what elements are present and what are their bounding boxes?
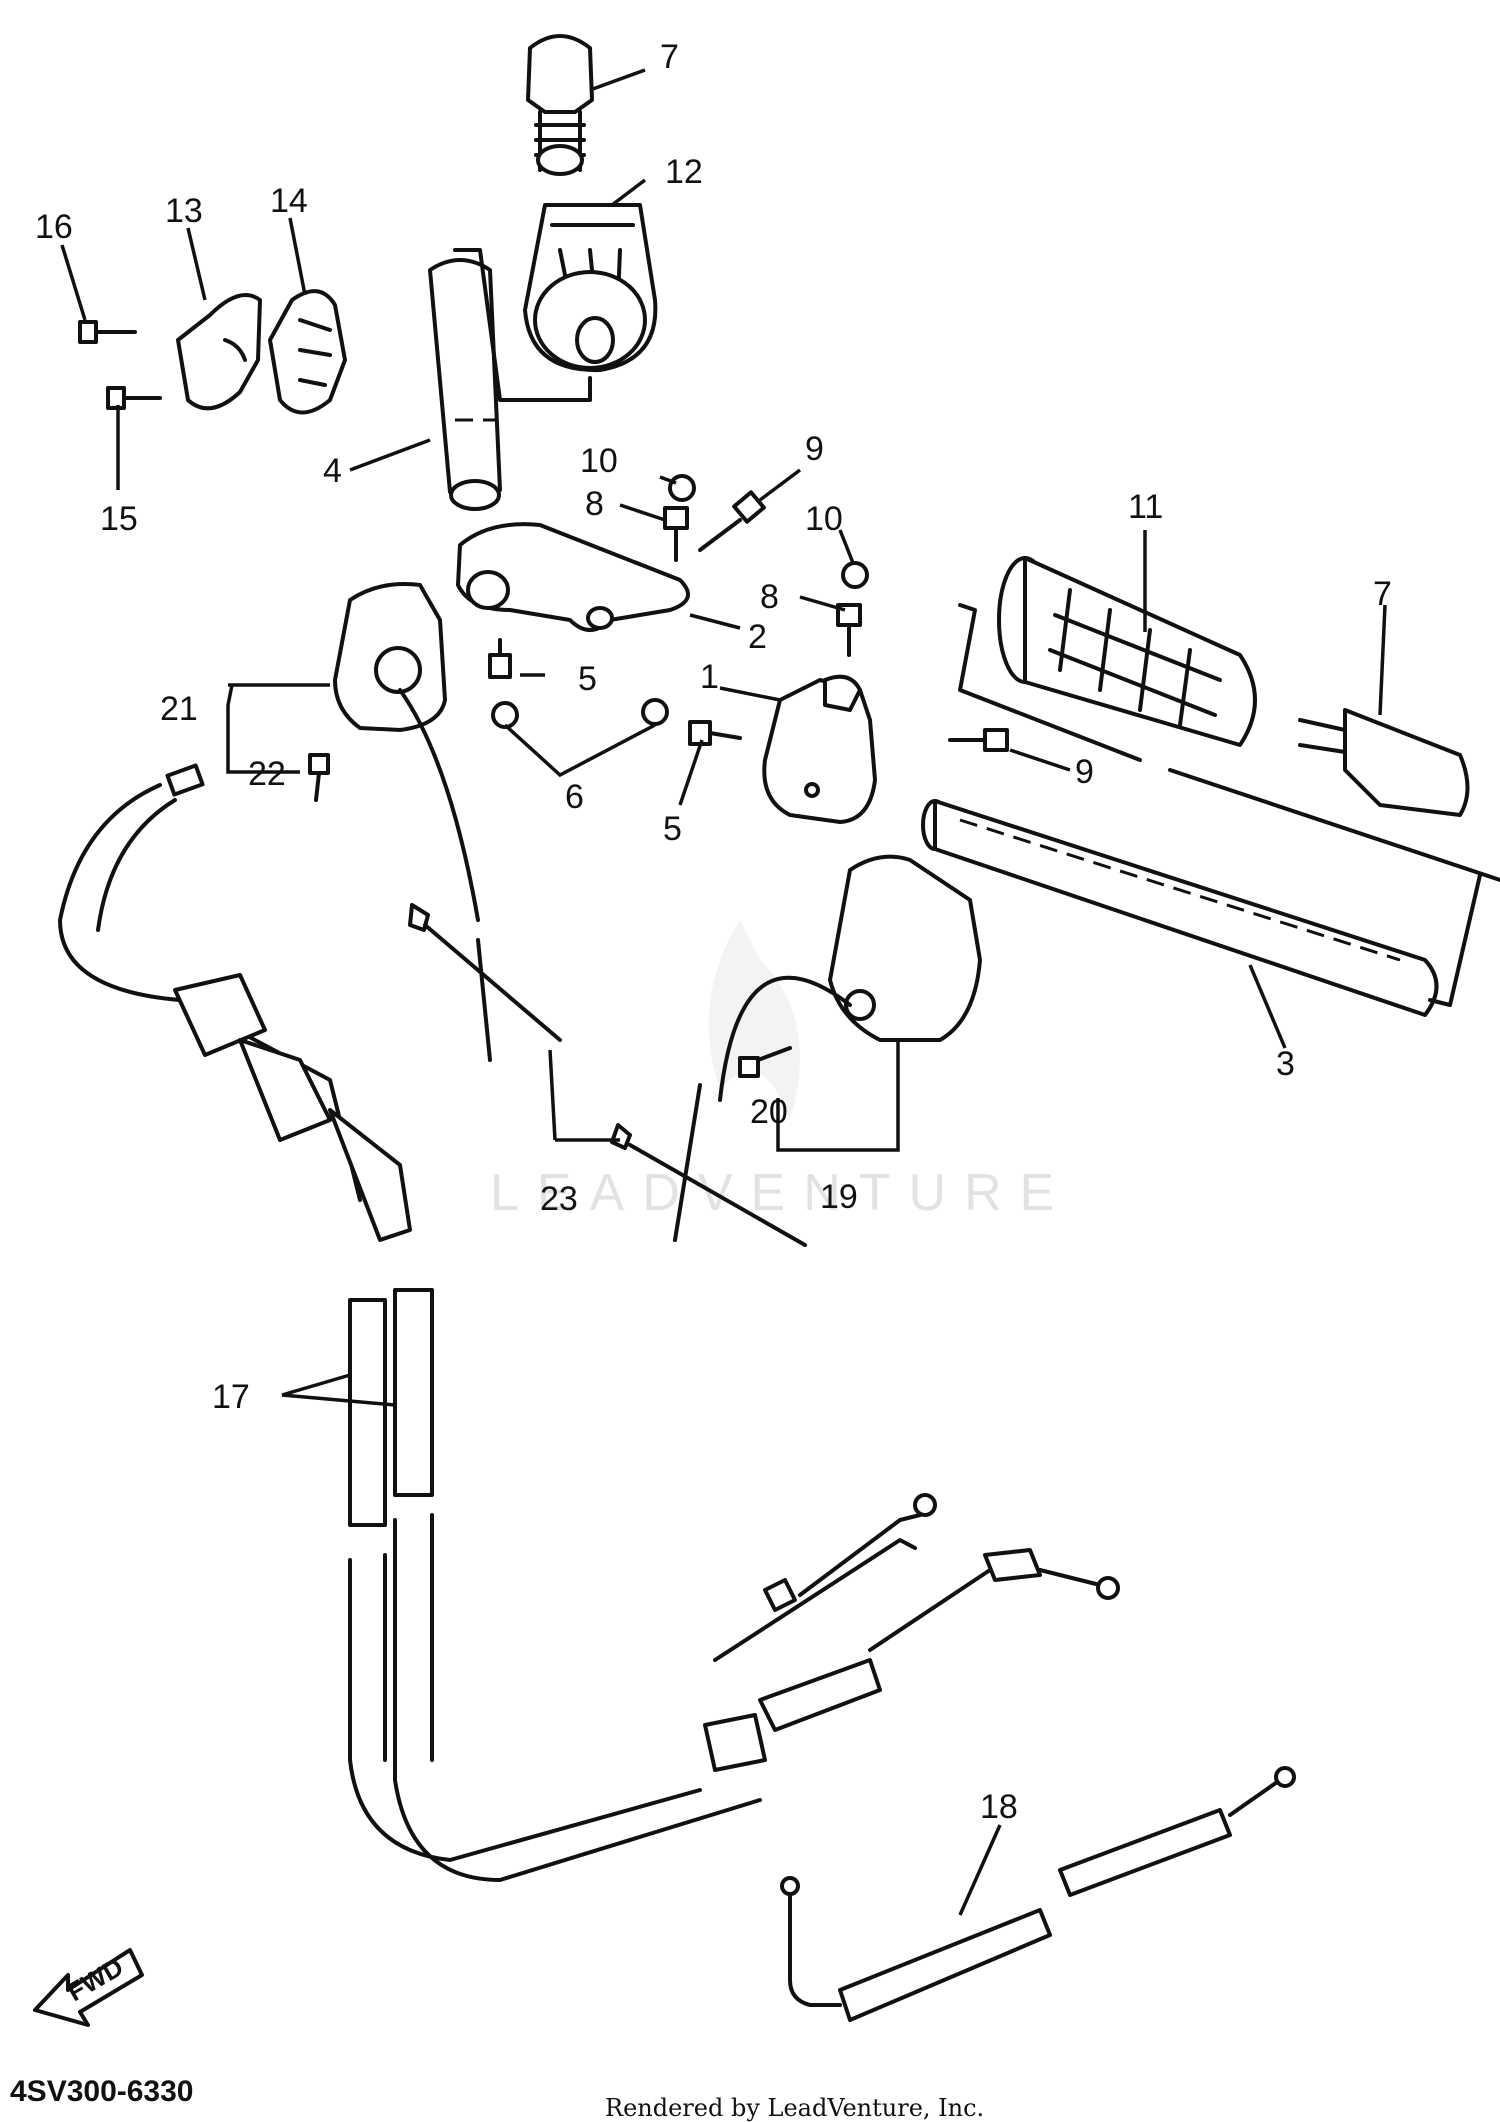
callout-15: 15: [100, 500, 138, 538]
housing-half-13: [176, 293, 262, 411]
forward-arrow-icon: FWD: [33, 1948, 144, 2027]
watermark: LEADVENTURE: [490, 1164, 1072, 1222]
bracket-4-12: [453, 248, 592, 402]
callout-18: 18: [980, 1788, 1018, 1826]
callout-3: 3: [1276, 1045, 1295, 1083]
callout-21: 21: [160, 690, 198, 728]
callout-7-top: 7: [660, 38, 679, 76]
callout-11: 11: [1128, 488, 1163, 526]
callout-6: 6: [565, 778, 584, 816]
choke-cable-18: [780, 1766, 1296, 2022]
throttle-cables-17: [58, 763, 1120, 1882]
bolt-9-right: [948, 728, 1009, 752]
switch-wires: [476, 938, 702, 1242]
screw-5-left: [488, 638, 512, 679]
handlebar-3: [921, 799, 1439, 1017]
left-switch-21: [333, 582, 480, 922]
nut-10-right: [841, 561, 869, 589]
right-switch-19: [718, 854, 982, 1102]
bolt-9-upper: [698, 490, 766, 552]
throttle-tube: [428, 258, 502, 511]
callout-10-right: 10: [805, 500, 843, 538]
leader-lines: [60, 68, 1387, 1916]
cap-6-left: [491, 701, 519, 729]
callout-10-center: 10: [580, 442, 618, 480]
callout-14: 14: [270, 182, 308, 220]
callout-labels: 7 12 16 13 14 15 4 10 9 8 10 11 7 8 2 1 …: [35, 38, 1392, 1826]
bar-end-weight-right: [1298, 708, 1470, 817]
render-credit: Rendered by LeadVenture, Inc.: [605, 2094, 984, 2122]
callout-4: 4: [323, 452, 342, 490]
callout-5-left: 5: [578, 660, 597, 698]
screw-15: [106, 386, 162, 410]
watermark-logo: [708, 920, 800, 1120]
drawing-code: 4SV300-6330: [10, 2075, 194, 2108]
bar-end-weight-top: [526, 34, 594, 176]
callout-23: 23: [540, 1180, 578, 1218]
callout-20: 20: [750, 1093, 788, 1131]
callout-2: 2: [748, 618, 767, 656]
callout-19: 19: [820, 1178, 858, 1216]
screw-22: [308, 753, 330, 802]
callout-12: 12: [665, 153, 703, 191]
callout-7-right: 7: [1373, 575, 1392, 613]
callout-13: 13: [165, 192, 203, 230]
cable-tie-23-upper: [408, 903, 562, 1042]
bracket-3: [1428, 873, 1482, 1007]
callout-9-right: 9: [1075, 753, 1094, 791]
cap-6-right: [641, 698, 669, 726]
nut-10-upper: [668, 474, 696, 502]
callout-17: 17: [212, 1378, 250, 1416]
bracket-11-7: [958, 603, 1500, 882]
bolt-8-right: [836, 603, 862, 657]
callout-5-right: 5: [663, 810, 682, 848]
callout-16: 16: [35, 208, 73, 246]
grip-11: [997, 556, 1257, 747]
screw-5-right: [688, 720, 742, 746]
screw-20: [738, 1046, 792, 1078]
screw-16: [78, 320, 137, 344]
callout-8-center: 8: [585, 485, 604, 523]
bolt-8-upper: [663, 506, 689, 562]
housing-half-14: [268, 289, 347, 415]
throttle-holder-2: [456, 522, 690, 632]
callout-9-upper: 9: [805, 430, 824, 468]
callout-22: 22: [248, 755, 286, 793]
cable-tie-23-lower: [610, 1123, 807, 1247]
callout-1: 1: [700, 658, 719, 696]
throttle-grip: [523, 203, 658, 373]
callout-8-right: 8: [760, 578, 779, 616]
throttle-housing-1: [762, 674, 877, 824]
